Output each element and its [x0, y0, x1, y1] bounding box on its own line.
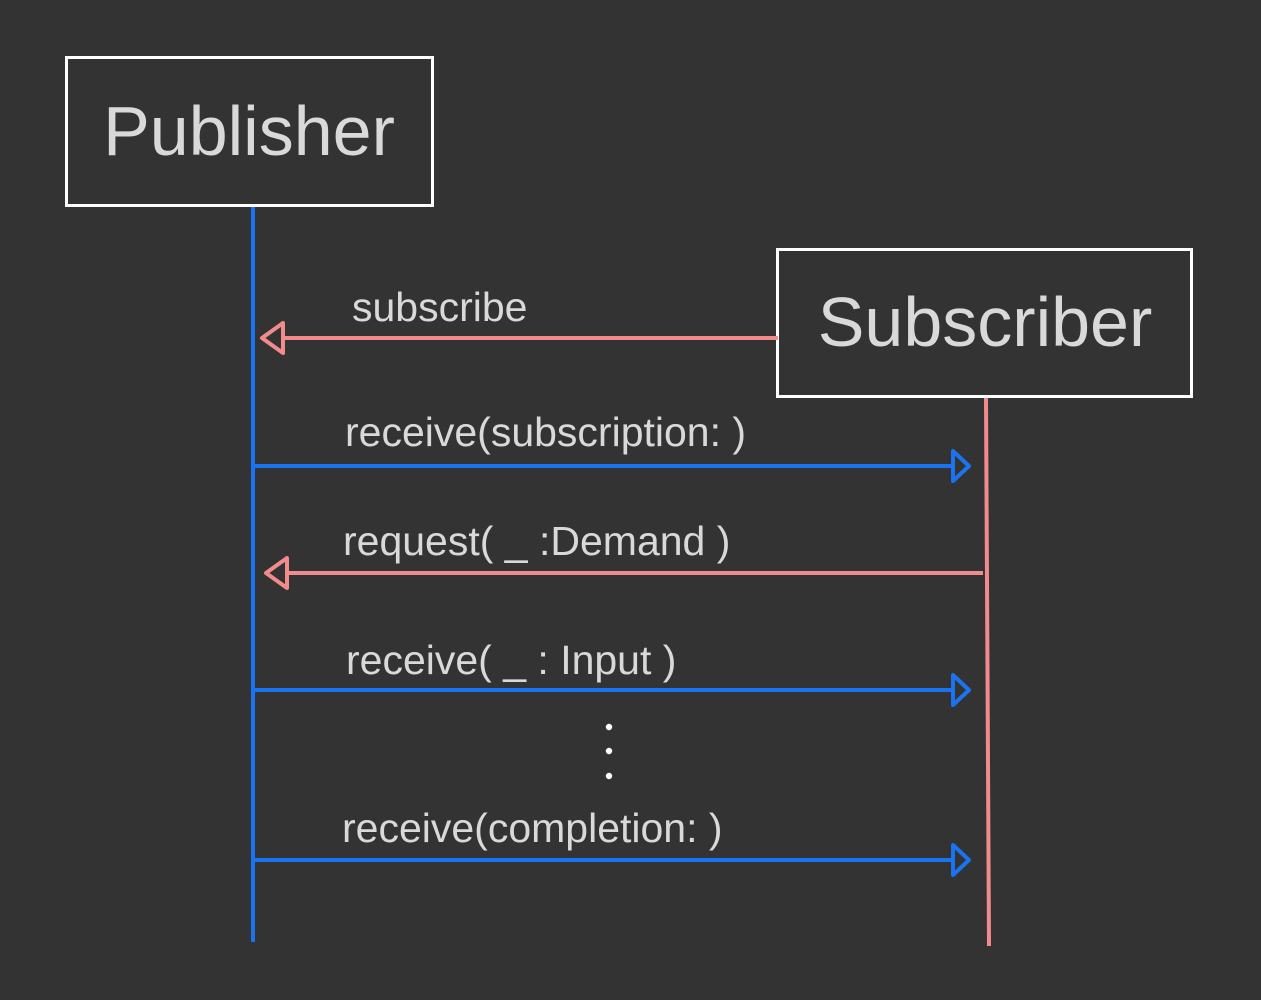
arrowhead-icon — [951, 673, 971, 707]
message-request-demand: request( _ :Demand ) — [264, 518, 983, 590]
subscriber-label: Subscriber — [818, 283, 1153, 361]
message-label: receive(completion: ) — [342, 805, 723, 851]
subscriber-actor: Subscriber — [776, 248, 1193, 398]
message-label: receive(subscription: ) — [345, 409, 746, 455]
publisher-actor: Publisher — [65, 56, 434, 207]
message-receive-input: receive( _ : Input ) — [253, 637, 971, 707]
message-label: subscribe — [352, 284, 527, 330]
subscriber-box — [776, 248, 1193, 398]
arrowhead-icon — [951, 843, 971, 877]
ellipsis-dot — [605, 772, 613, 780]
publisher-box — [65, 56, 434, 207]
arrowhead-icon — [264, 556, 289, 590]
subscriber-lifeline — [984, 397, 991, 947]
ellipsis-dot — [605, 747, 613, 755]
message-label: receive( _ : Input ) — [346, 637, 676, 683]
ellipsis-dot — [605, 723, 613, 731]
message-receive-subscription: receive(subscription: ) — [253, 409, 971, 483]
arrowhead-icon — [260, 321, 285, 355]
vertical-ellipsis-icon — [605, 723, 613, 780]
publisher-label: Publisher — [103, 92, 395, 170]
arrowhead-icon — [951, 449, 971, 483]
message-receive-completion: receive(completion: ) — [253, 805, 971, 877]
message-subscribe: subscribe — [260, 284, 778, 355]
message-label: request( _ :Demand ) — [343, 518, 730, 564]
